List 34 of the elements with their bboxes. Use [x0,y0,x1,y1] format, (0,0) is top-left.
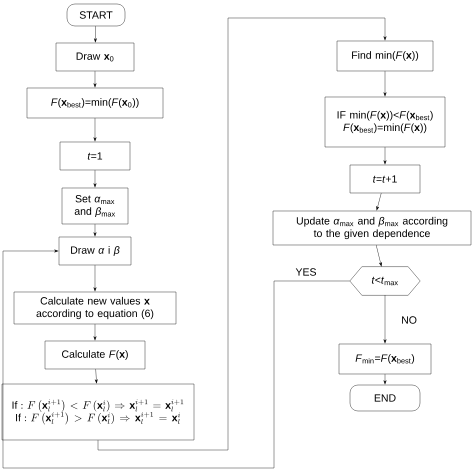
arrow [94,71,96,88]
arrow [94,118,96,142]
process-box: Draw x$_{0}$ [56,42,134,72]
arrow [94,369,98,384]
arrow [94,170,96,188]
edge-label: NO [402,316,416,324]
arrow [384,295,387,344]
arrow [94,26,97,42]
condition-box: $\mathrm{If:}\ F\left(\mathbf{x}_l^{i+1}\right)<F\left(\mathbf{x}_l^{i}\right)\Rightarrow\mathbf{x}_l^{i+1}=\mathbf{x}_l^{i+1}$ $\mathrm{If:}\ F\left(\mathbf{x}_l^{i+1}\right)>F\left(\mathbf{x}_l^{i}\right)\Rightarrow\mathbf{x}_l^{i+1}=\mathbf{x}_l^{i}$ [2,384,194,440]
process-box: F$_{min}$=F(x$_{best}$) [338,344,432,374]
process-box: IF min(F(x))<F(x$_{best}$) F(x$_{best}$)=min(F(x)) [324,96,446,148]
arrow [384,374,387,384]
process-box: Draw α i β [58,236,132,266]
arrow [384,71,387,96]
arrow [94,224,96,236]
arrow [98,18,387,450]
process-box: t=1 [60,142,130,170]
process-box: t=t+1 [350,164,420,194]
process-box: F(x$_{best}$)=min(F(x$_{0}$)) [26,88,164,118]
arrow [384,147,387,164]
decision-hexagon: t<t$_{max}$ [350,266,420,296]
arrow [2,250,350,468]
arrow [376,245,382,266]
arrow [94,265,96,292]
end-terminal: END [350,384,420,412]
process-box: Calculate new values x according to equation (6) [14,292,176,324]
process-box: Find min(F(x)) [336,40,434,72]
start-terminal: START [66,4,126,26]
edge-label: YES [296,268,316,276]
arrow [94,324,96,340]
process-box: Update α$_{max}$ and β$_{max}$ according to the given dependence [272,210,472,246]
arrow [376,193,382,210]
process-box: Calculate F(x) [44,340,146,370]
process-box: Set α$_{max}$ and β$_{max}$ [62,188,128,224]
